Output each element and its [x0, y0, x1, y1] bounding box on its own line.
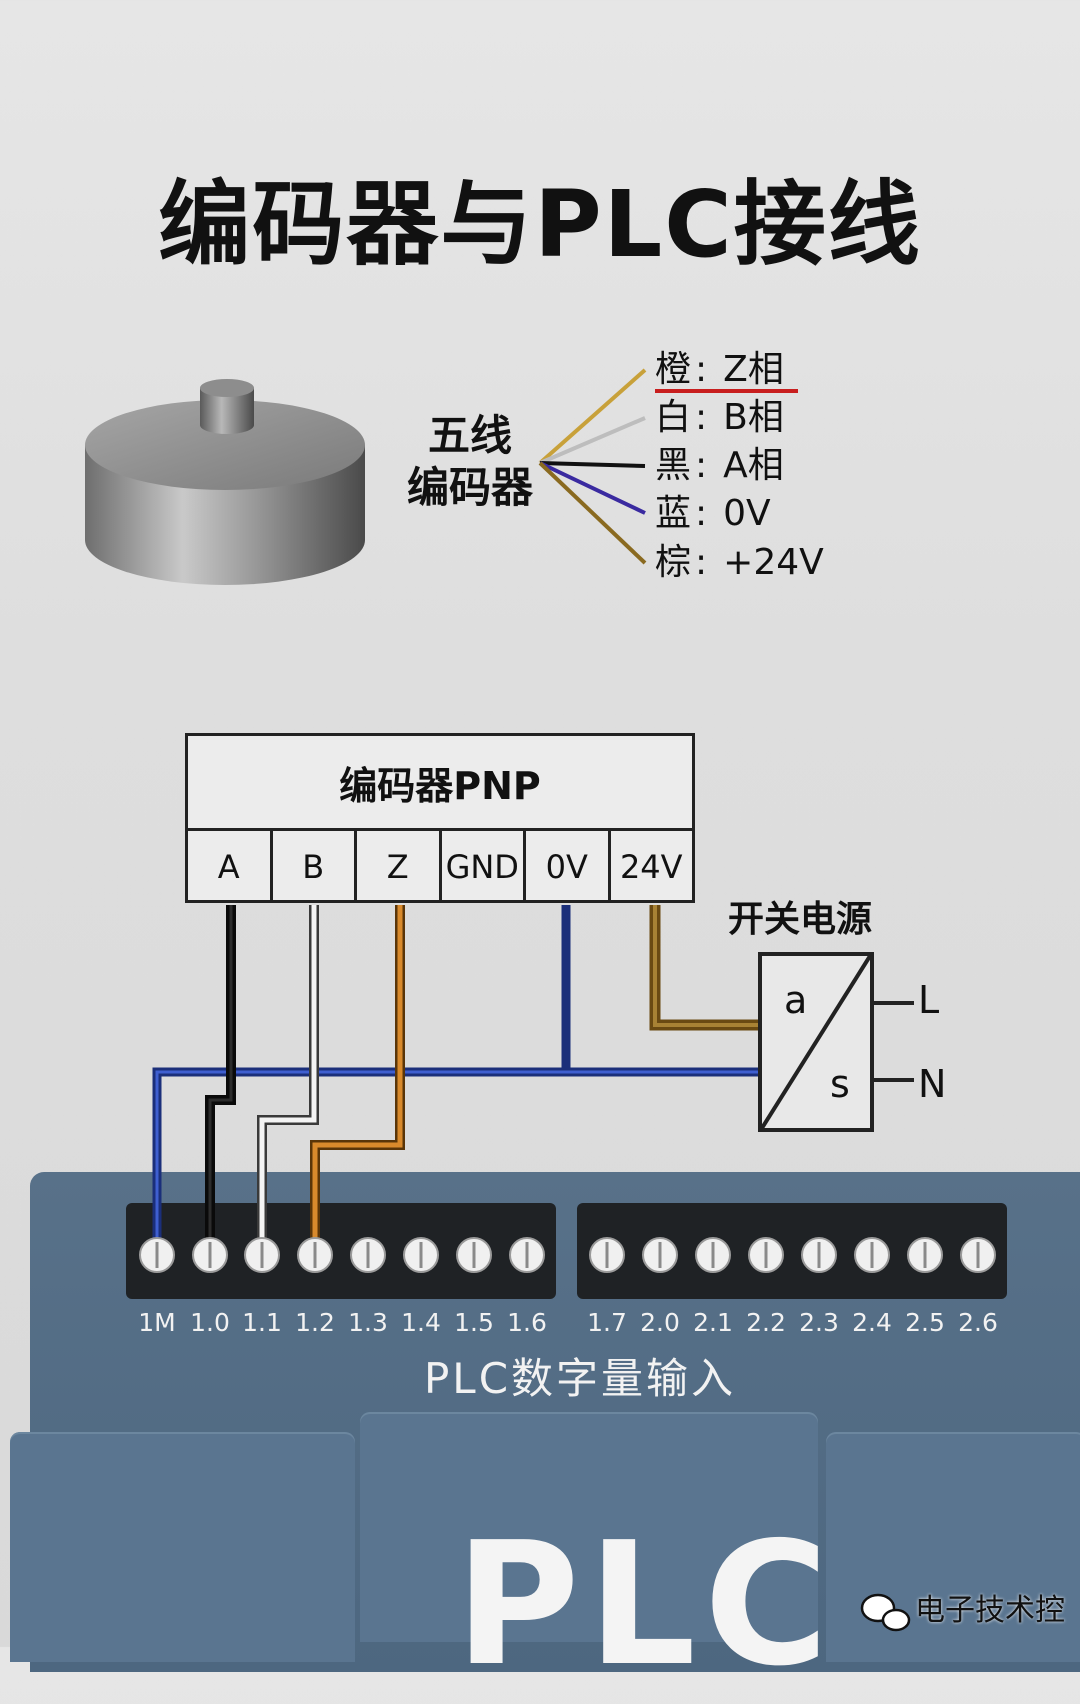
psu-N-label: N [918, 1062, 947, 1106]
terminal-label: 1.4 [401, 1308, 441, 1337]
encoder-illustration [85, 368, 798, 585]
pin-a: A [188, 831, 273, 903]
wire-signal: 0V [723, 493, 771, 534]
psu-s-label: s [830, 1062, 850, 1106]
wire-signal: B相 [723, 397, 784, 438]
wire-label-white: 白: B相 [655, 398, 784, 438]
pin-24v: 24V [619, 848, 683, 886]
wire-signal: Z相 [723, 349, 784, 390]
terminal-label: 1.6 [507, 1308, 547, 1337]
wire-orange [538, 368, 647, 465]
pnp-pins: A B Z GND 0V 24V [188, 831, 692, 903]
encoder-pnp-box: 编码器PNP A B Z GND 0V 24V [185, 733, 695, 903]
wire-brown [538, 461, 647, 565]
wire-label-orange: 橙: Z相 [655, 350, 784, 390]
wire-label-blue: 蓝:0V [655, 494, 771, 534]
terminal-label: 1.5 [454, 1308, 494, 1337]
colon: : [695, 397, 708, 438]
colon: : [695, 349, 708, 390]
pin-z: Z [357, 831, 442, 903]
colon: : [695, 445, 708, 486]
wire-blue [539, 461, 646, 515]
terminal-label: 1.1 [242, 1308, 282, 1337]
wire-white [539, 416, 646, 465]
encoder-top [85, 400, 365, 490]
psu-a-label: a [784, 978, 808, 1022]
wiring-diagram [139, 905, 996, 1273]
watermark: 电子技术控 [915, 1593, 1065, 1628]
terminal-label: 1M [138, 1308, 176, 1337]
terminal-label: 2.1 [693, 1308, 733, 1337]
terminal-label: 2.6 [958, 1308, 998, 1337]
pin-0v: 0V [526, 831, 611, 903]
psu-diagonal [760, 954, 872, 1130]
wire-color-label: 黑 [655, 445, 692, 486]
wire-color-label: 白 [655, 397, 692, 438]
wire-black [539, 461, 646, 468]
terminal-label: 2.2 [746, 1308, 786, 1337]
terminal-label: 2.0 [640, 1308, 680, 1337]
encoder-label-line1: 五线 [427, 411, 512, 460]
wire-color-label: 蓝 [655, 493, 692, 534]
plc-lower-panel-right [826, 1432, 1080, 1662]
encoder-label-line2: 编码器 [406, 463, 533, 512]
encoder-label: 五线 编码器 [390, 410, 550, 514]
wire-signal: A相 [723, 445, 784, 486]
wire-color-label: 橙 [655, 349, 692, 390]
terminal-label: 1.2 [295, 1308, 335, 1337]
encoder-shaft [200, 388, 254, 434]
power-supply-title: 开关电源 [728, 899, 873, 940]
psu-L-label: L [918, 978, 940, 1022]
wire-label-black: 黑: A相 [655, 446, 784, 486]
pin-b: B [273, 831, 357, 903]
terminal-label: 2.4 [852, 1308, 892, 1337]
pin-gnd: GND [442, 831, 526, 903]
chat-icon [860, 1593, 911, 1632]
terminal-label: 1.7 [587, 1308, 627, 1337]
terminal-label: 2.5 [905, 1308, 945, 1337]
wire-label-brown: 棕: +24V [655, 543, 824, 583]
pnp-title: 编码器PNP [188, 736, 692, 831]
plc-lower-panel-left [10, 1432, 355, 1662]
terminal-label: 1.3 [348, 1308, 388, 1337]
terminal-label: 1.0 [190, 1308, 230, 1337]
page-title: 编码器与PLC接线 [158, 171, 922, 278]
colon: : [695, 493, 708, 534]
wire-color-label: 棕 [655, 542, 692, 583]
wire-signal: +24V [723, 542, 824, 583]
terminal-screws [139, 1237, 996, 1273]
plc-input-label: PLC数字量输入 [423, 1354, 737, 1403]
plc-lower-panel-center [360, 1412, 818, 1642]
terminal-label: 2.3 [799, 1308, 839, 1337]
colon: : [695, 542, 708, 583]
